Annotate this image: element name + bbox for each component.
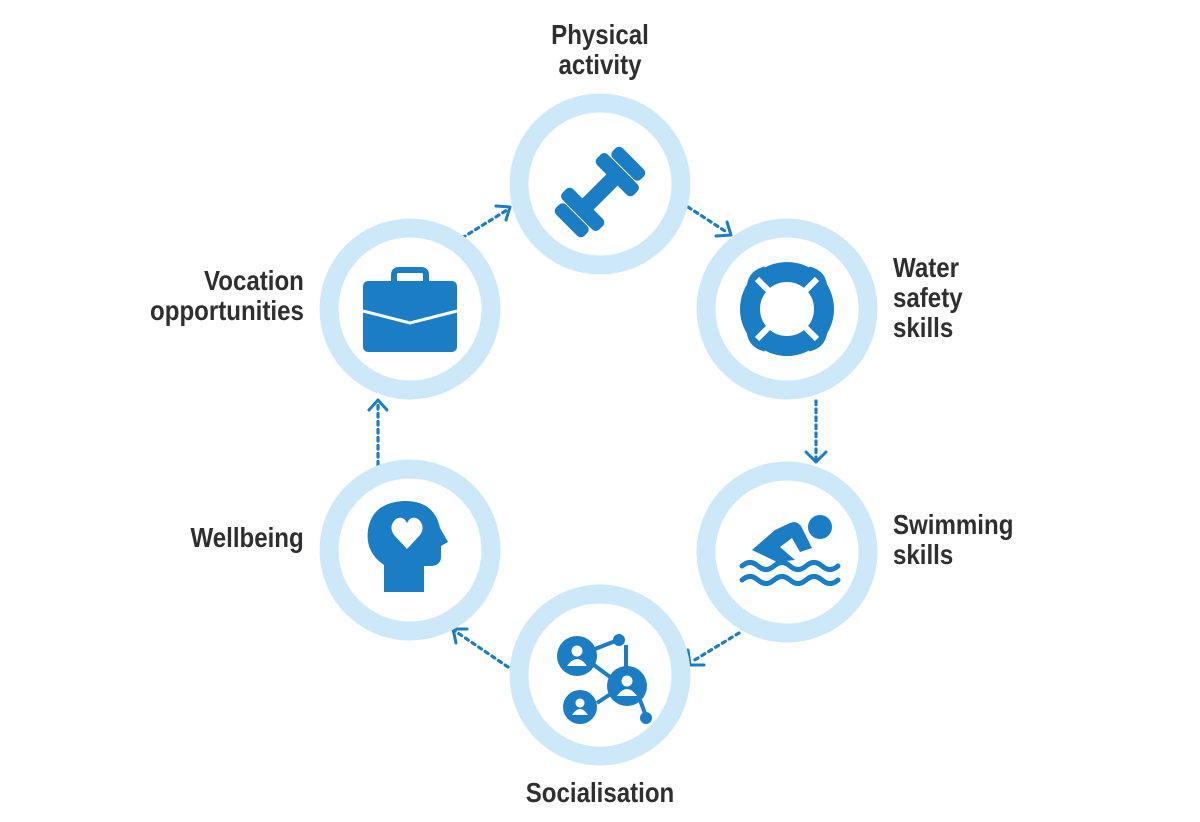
social-network-icon [557, 634, 652, 724]
label-socialisation: Socialisation [497, 778, 703, 808]
lifebuoy-icon [740, 262, 834, 356]
node-swimming-skills [696, 461, 878, 643]
label-physical-activity: Physical activity [531, 20, 669, 80]
arrow-socialisation-to-wellbeing [451, 627, 510, 669]
label-line: Physical [551, 19, 649, 50]
label-vocation-opportunities: Vocation opportunities [150, 266, 304, 326]
label-line: Vocation [204, 265, 304, 296]
head-heart-icon [367, 500, 448, 592]
arrow-water-to-swimming [804, 399, 828, 464]
label-swimming-skills: Swimming skills [893, 510, 1013, 570]
label-line: safety [893, 282, 963, 313]
briefcase-icon [362, 267, 458, 352]
label-water-safety-skills: Water safety skills [893, 253, 963, 343]
node-physical-activity [509, 93, 691, 275]
arrow-physical-to-water [686, 205, 733, 238]
dumbbell-icon [554, 146, 646, 238]
arrow-vocation-to-physical [460, 204, 512, 240]
label-line: activity [558, 49, 642, 80]
label-line: Socialisation [525, 777, 675, 808]
node-water-safety-skills [696, 218, 878, 400]
label-line: skills [893, 539, 954, 570]
label-line: skills [893, 312, 954, 343]
label-line: Wellbeing [190, 522, 304, 553]
node-socialisation [509, 584, 691, 766]
node-vocation-opportunities [319, 218, 501, 400]
label-line: Swimming [893, 509, 1014, 540]
swimmer-icon [739, 515, 841, 586]
arrow-wellbeing-to-vocation [367, 398, 389, 467]
label-wellbeing: Wellbeing [191, 523, 304, 553]
node-wellbeing [319, 459, 501, 641]
arrow-swimming-to-socialisation [686, 631, 741, 667]
label-line: opportunities [150, 295, 304, 326]
connectors [367, 204, 828, 669]
label-line: Water [893, 252, 960, 283]
